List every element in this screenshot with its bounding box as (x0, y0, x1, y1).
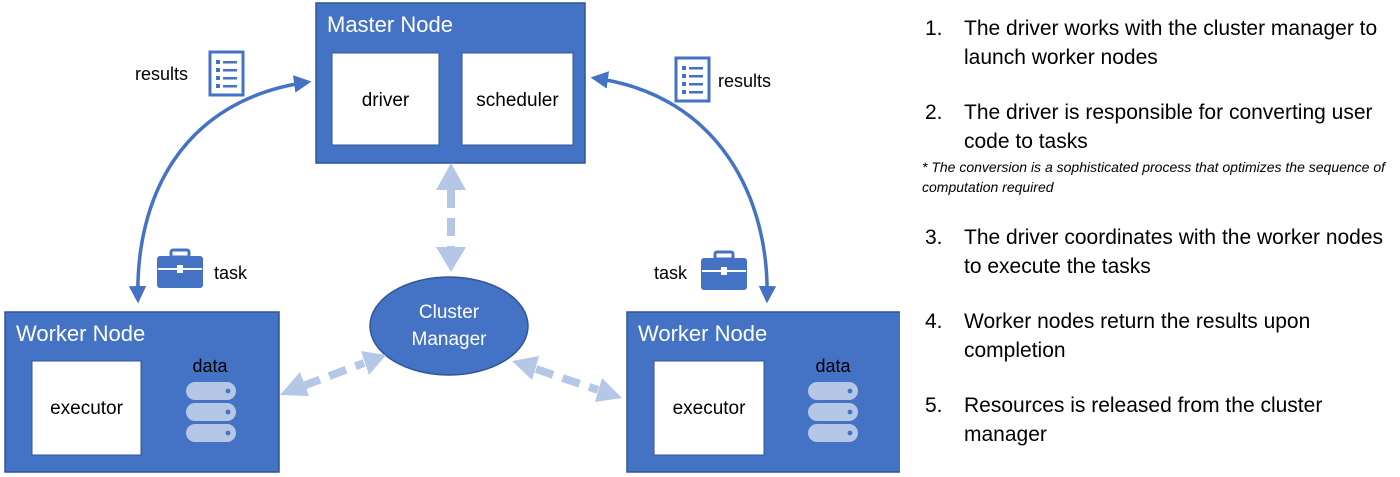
master-node-title: Master Node (327, 12, 453, 37)
executor-box-left: executor (31, 360, 142, 456)
step-number: 5. (925, 394, 943, 417)
worker-node-right-title: Worker Node (638, 321, 767, 346)
executor-box-right: executor (653, 360, 765, 456)
dashed-arrow-cluster-right-worker (512, 356, 622, 402)
master-node: Master Node driver scheduler (315, 2, 586, 164)
database-icon (186, 382, 236, 442)
dashed-arrow-master-cluster (436, 163, 466, 272)
scheduler-box: scheduler (461, 52, 574, 146)
briefcase-icon (157, 248, 203, 288)
executor-label-right: executor (673, 398, 747, 419)
step-item: 5. Resources is released from the cluste… (922, 391, 1392, 449)
task-label-right: task (654, 263, 688, 283)
step-number: 4. (925, 310, 943, 333)
database-icon (808, 382, 858, 442)
briefcase-icon (701, 250, 747, 290)
step-item: 3. The driver coordinates with the worke… (922, 223, 1392, 281)
cluster-manager-line1: Cluster (419, 302, 480, 323)
step-text: Resources is released from the cluster m… (964, 394, 1323, 446)
executor-label-left: executor (50, 398, 124, 419)
worker-node-left-title: Worker Node (16, 321, 145, 346)
step-text: The driver works with the cluster manage… (964, 17, 1378, 69)
worker-node-left: Worker Node executor data (4, 311, 280, 473)
arrow-left-worker-master (128, 75, 312, 304)
step-item: 2. The driver is responsible for convert… (922, 98, 1392, 197)
worker-node-right: Worker Node executor data (626, 311, 900, 473)
cluster-manager: Cluster Manager (369, 276, 529, 376)
scheduler-label: scheduler (476, 90, 559, 111)
step-number: 1. (925, 17, 943, 40)
data-label-left: data (192, 356, 228, 376)
dashed-arrow-cluster-left-worker (280, 351, 386, 396)
cluster-manager-line2: Manager (412, 329, 488, 350)
step-number: 3. (925, 226, 943, 249)
step-number: 2. (925, 101, 943, 124)
driver-label: driver (362, 90, 410, 111)
task-label-left: task (214, 263, 248, 283)
results-label-right: results (718, 71, 771, 91)
step-item: 4. Worker nodes return the results upon … (922, 307, 1392, 365)
document-list-icon (674, 56, 711, 103)
step-text: The driver is responsible for converting… (964, 101, 1373, 153)
step-text: The driver coordinates with the worker n… (964, 226, 1384, 278)
document-list-icon (208, 50, 245, 97)
architecture-diagram: Master Node driver scheduler Worker Node… (4, 2, 900, 473)
steps-list: 1. The driver works with the cluster man… (922, 14, 1392, 449)
results-label-left: results (135, 64, 188, 84)
step-text: Worker nodes return the results upon com… (964, 310, 1311, 362)
driver-box: driver (331, 52, 440, 146)
arrow-right-worker-master (590, 71, 777, 304)
step-note: * The conversion is a sophisticated proc… (922, 159, 1386, 195)
data-label-right: data (815, 356, 851, 376)
step-item: 1. The driver works with the cluster man… (922, 14, 1392, 72)
